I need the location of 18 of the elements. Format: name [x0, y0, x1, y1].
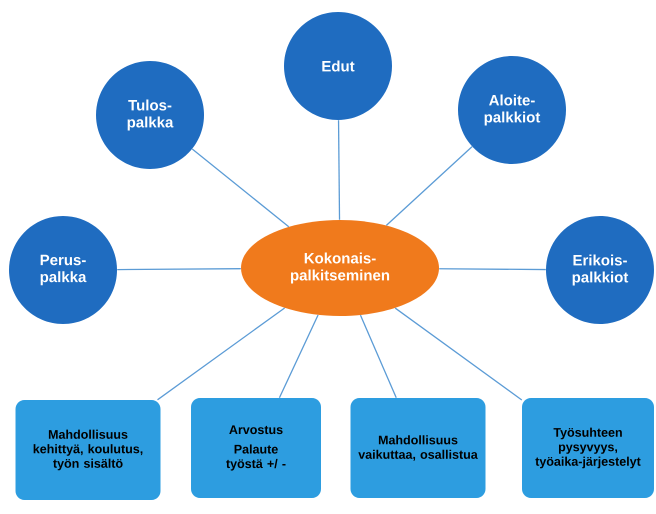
- connector-line: [394, 308, 522, 401]
- connector-line: [157, 307, 286, 400]
- connector-line: [192, 148, 290, 228]
- circle-node: Erikois-palkkiot: [546, 216, 654, 324]
- connector-line: [338, 120, 340, 220]
- circle-node: Aloite-palkkiot: [458, 56, 566, 164]
- circle-node: Edut: [284, 12, 392, 120]
- info-box: Mahdollisuus kehittyä, koulutus, työn sisältö: [16, 400, 160, 500]
- circle-node: Tulos-palkka: [96, 61, 204, 169]
- connector-line: [278, 314, 319, 398]
- connector-line: [386, 146, 473, 226]
- connector-line: [360, 314, 397, 398]
- info-box: Työsuhteen pysyvyys, työaika-järjestelyt: [522, 398, 654, 498]
- connector-line: [439, 268, 546, 270]
- circle-node: Perus-palkka: [9, 216, 117, 324]
- info-box: Mahdollisuus vaikuttaa, osallistua: [350, 398, 486, 498]
- connector-line: [117, 268, 241, 270]
- info-box: Arvostus Palaute työstä +/ -: [191, 398, 321, 498]
